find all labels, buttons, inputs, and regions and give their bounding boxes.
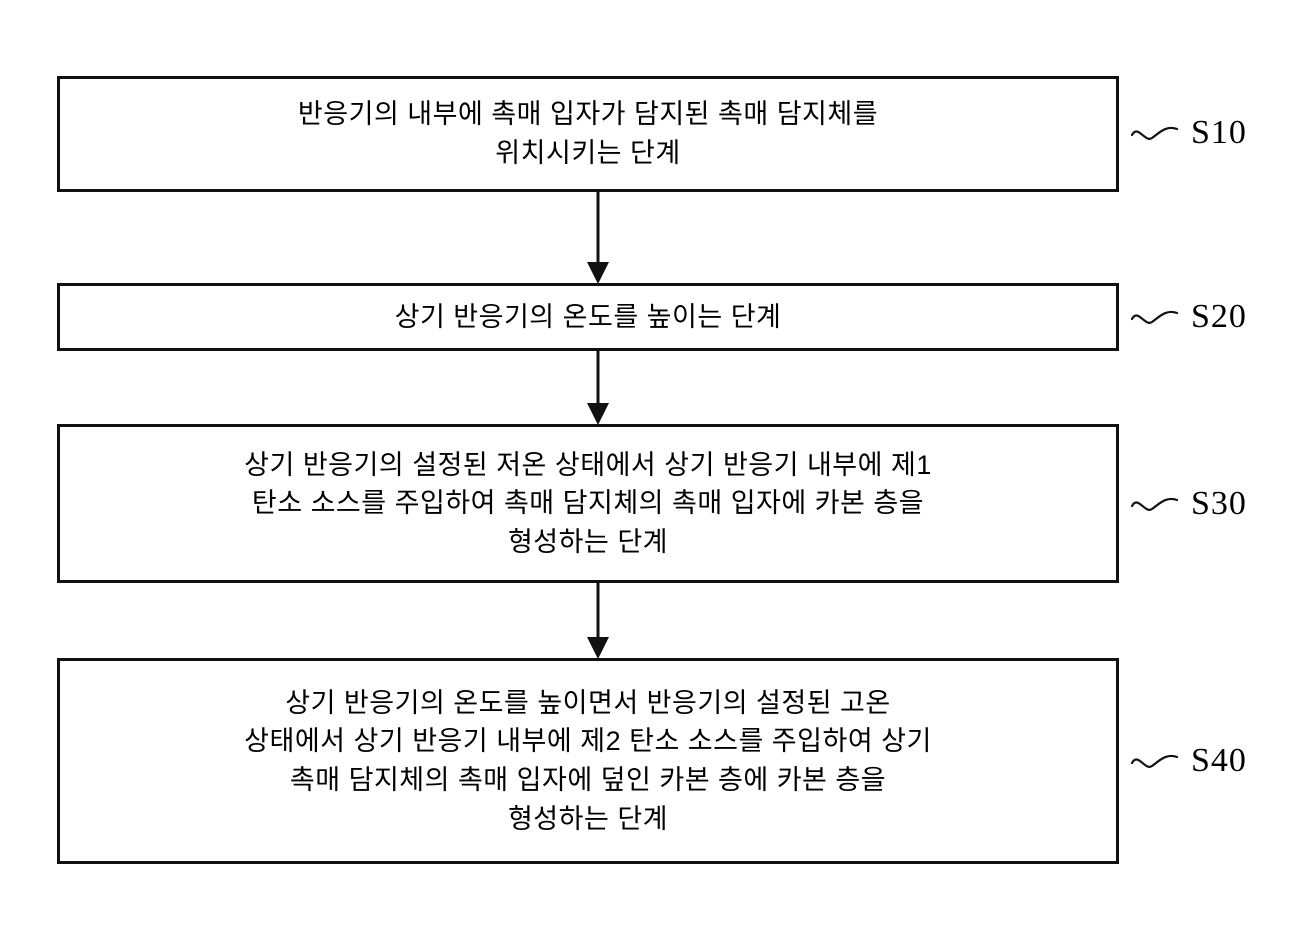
squiggle-leader-icon [1131,497,1179,511]
flowchart-reference-label-s10: S10 [1191,114,1247,151]
flowchart-step-box-s30: 상기 반응기의 설정된 저온 상태에서 상기 반응기 내부에 제1 탄소 소스를… [57,424,1119,583]
flowchart-reference-s40: S40 [1131,738,1247,784]
squiggle-leader-icon [1131,310,1179,324]
flowchart-step-text-s20: 상기 반응기의 온도를 높이는 단계 [394,301,782,332]
flowchart-reference-label-s20: S20 [1191,298,1247,335]
flowchart-reference-s20: S20 [1131,294,1247,340]
down-arrow-icon-s30-to-s40 [587,583,609,659]
down-arrow-icon-s10-to-s20 [587,192,609,284]
flowchart-reference-label-s40: S40 [1191,742,1247,779]
flowchart-reference-label-s30: S30 [1191,485,1247,522]
flowchart-reference-s30: S30 [1131,481,1247,527]
squiggle-leader-icon [1131,126,1179,140]
squiggle-leader-icon [1131,754,1179,768]
flowchart-step-box-s40: 상기 반응기의 온도를 높이면서 반응기의 설정된 고온 상태에서 상기 반응기… [57,658,1119,864]
flowchart-step-text-s30: 상기 반응기의 설정된 저온 상태에서 상기 반응기 내부에 제1 탄소 소스를… [244,449,932,557]
flowchart-step-text-s40: 상기 반응기의 온도를 높이면서 반응기의 설정된 고온 상태에서 상기 반응기… [244,687,932,834]
flowchart-step-text-s10: 반응기의 내부에 촉매 입자가 담지된 촉매 담지체를 위치시키는 단계 [297,99,879,168]
flowchart-step-box-s20: 상기 반응기의 온도를 높이는 단계 [57,283,1119,351]
flowchart-step-box-s10: 반응기의 내부에 촉매 입자가 담지된 촉매 담지체를 위치시키는 단계 [57,76,1119,192]
down-arrow-icon-s20-to-s30 [587,351,609,425]
flowchart-reference-s10: S10 [1131,110,1247,156]
